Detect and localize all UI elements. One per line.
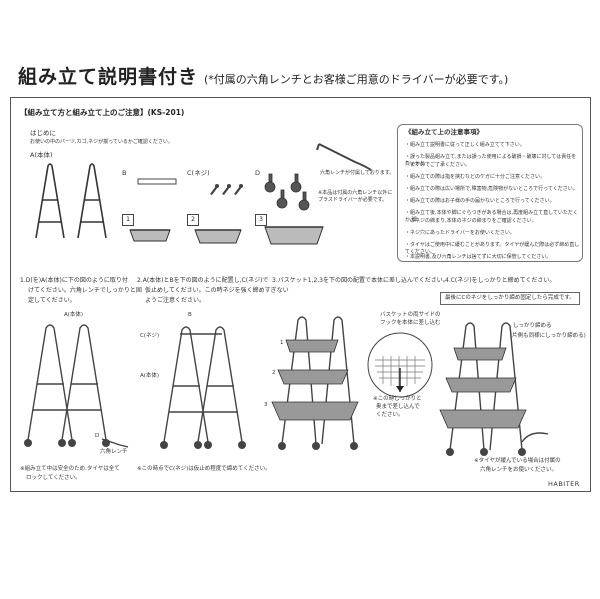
note-item: ・タイヤはご使用中に緩むことがあります。タイヤが緩んだ際は必ず締め直してください… — [405, 242, 580, 255]
note-item: ・組み立ての際はお子様の手の届かないところで行ってください。 — [405, 198, 555, 204]
step-1-frame-illustration — [24, 324, 110, 447]
note-item: のネジの締まり,本体のネジの締まりをご確認ください。 — [405, 218, 537, 224]
hex-wrench-icon — [316, 143, 372, 171]
step-2-text: 2.A(本体)とBを下の図のように配置し,C(ネジ)で — [137, 277, 269, 284]
part-b-label: B — [122, 169, 127, 177]
intro-title: はじめに — [30, 129, 56, 137]
notes-title: 《組み立て上の注意事項》 — [405, 128, 483, 136]
step-1-label-d: D — [95, 433, 100, 439]
step-4-text: 4.C(ネジ)をしっかりと締めてください。 — [445, 277, 556, 284]
step-1-footnote-1: ※組み立て中は安全のため,タイヤは全て — [20, 466, 120, 472]
step-3-text: 3.バスケット1,2,3を下の図の配置で本体に差し込んでください。 — [272, 277, 449, 284]
note-item: ・組み立て後,本体や脚にぐらつきがある場合は,再度組み立て直していただくか,脚 — [405, 210, 578, 223]
title-main: 組み立て説明書付き — [18, 66, 199, 88]
step-3-callout-2: フックを本体に差し込む — [380, 320, 441, 326]
step-3-label-1: 1 — [280, 340, 284, 346]
brand-logo-text: HABITER — [548, 480, 580, 488]
step-1-text-3: 定してください。 — [28, 297, 76, 304]
title-note: (*付属の六角レンチとお客様ご用意のドライバーが必要です。) — [204, 73, 509, 86]
step-4-label-other: (片側も同様にしっかり締める) — [510, 333, 586, 339]
step-3-zoom-circle — [367, 332, 433, 398]
step-1-label-wrench: 六角レンチ — [100, 449, 128, 455]
step-3-footnote-3: ください。 — [376, 412, 404, 418]
step-4-completion-box: 最後にCのネジをしっかり締め固定したら完成です。 — [440, 292, 580, 305]
screw-icon — [210, 184, 243, 195]
caster-wheel-icon — [264, 173, 310, 211]
intro-text: お使いの中のパーツ,カゴ,ネジが揃っているかご確認ください。 — [30, 139, 173, 145]
driver-note-1: ※本品は付属の六角レンチ以外に — [318, 190, 393, 196]
step-1-text: 1.D(を)A(本体)に下の図のように取り付 — [20, 277, 128, 284]
step-4-label-tight: しっかり締める — [513, 323, 552, 329]
instruction-frame — [10, 97, 591, 492]
step-2-label-c: C(ネジ) — [140, 333, 160, 339]
part-c-label: C(ネジ) — [187, 169, 210, 177]
section-title: 【組み立て方と組み立て上のご注意】(KS-201) — [20, 108, 185, 117]
step-3-callout-1: バスケットの両サイドの — [380, 312, 441, 318]
step-1-footnote-2: ロックしてください。 — [26, 475, 81, 481]
driver-note-2: プラスドライバーが必要です。 — [318, 197, 388, 203]
step-4-footnote-2: 六角レンチをお使いください。 — [480, 467, 558, 473]
step-2-label-b: B — [188, 312, 192, 318]
part-a-label: A(本体) — [30, 151, 53, 159]
note-item: ・組み立ての際は指を挟むなどのケガに十分ご注意ください。 — [405, 174, 546, 180]
caution-notes-box — [397, 124, 583, 262]
basket-2-illustration — [194, 229, 242, 244]
note-item: ・ネジ穴にあったドライバーをお使いください。 — [405, 230, 515, 236]
step-3-footnote-1: ※この時しっかりと — [373, 396, 422, 402]
page-title: 組み立て説明書付き (*付属の六角レンチとお客様ご用意のドライバーが必要です。) — [18, 62, 508, 89]
basket-2-tag: 2 — [187, 214, 199, 226]
basket-3-tag: 3 — [255, 214, 267, 226]
step-3-label-3: 3 — [264, 402, 268, 408]
part-d-label: D — [255, 169, 261, 177]
step-2-footnote: ※この時点でC(ネジ)は仮止め程度で締めてください。 — [137, 466, 271, 472]
note-item: ますのでご了承ください。 — [405, 162, 471, 168]
note-item: ・組み立て説明書に従って正しく組み立てて下さい。 — [405, 142, 525, 148]
step-2-frame-illustration — [160, 326, 246, 449]
note-item: ・組み立ての際は広い場所で,障害物,危険物がないところで行ってください。 — [405, 186, 578, 192]
note-item: ・誤った製品組み立て,または誤った使用による破損・破壊に対しては責任を負いかね — [405, 154, 577, 167]
step-2-text-3: ようご注意ください。 — [145, 297, 206, 304]
hex-wrench-icon — [521, 432, 549, 443]
step-1-label-a: A(本体) — [64, 312, 84, 318]
wrench-note: 六角レンチが付属しております。 — [320, 170, 395, 176]
step-3-label-2: 2 — [272, 370, 276, 376]
step-1-text-2: けてください。六角レンチでしっかりと固 — [28, 287, 142, 294]
part-a-frame-illustration — [35, 163, 107, 239]
basket-3-illustration — [264, 226, 324, 245]
step-2-text-2: 仮止めしてください。この時ネジを強く締めすぎない — [145, 287, 289, 294]
step-2-label-a: A(本体) — [140, 373, 160, 379]
hex-wrench-icon — [101, 438, 129, 448]
step-3-cart-illustration — [271, 316, 359, 450]
basket-1-tag: 1 — [122, 214, 134, 226]
note-item: ・本説明書,及び六角レンチは捨てずに大切に保管してください。 — [405, 254, 552, 260]
part-b-bar-illustration — [137, 178, 177, 185]
step-4-cart-illustration — [439, 322, 527, 456]
step-3-footnote-2: 奥まで差し込んで — [376, 404, 420, 410]
basket-1-illustration — [129, 229, 171, 242]
notes-list: ・組み立て説明書に従って正しく組み立てて下さい。 ・誤った製品組み立て,または誤… — [405, 142, 581, 260]
step-4-footnote-1: ※タイヤが緩んでいる場合は付属の — [474, 458, 561, 464]
